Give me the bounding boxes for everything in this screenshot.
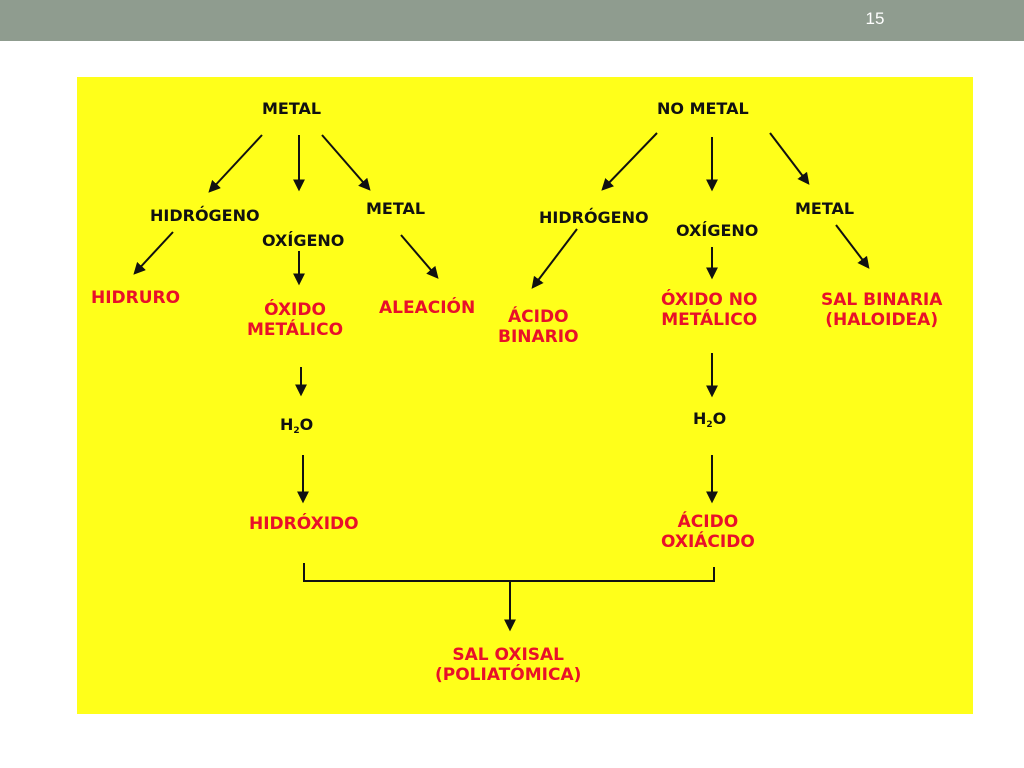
product-nonmetal-oxide-line1: ÓXIDO NO — [661, 290, 758, 310]
arrow-nonmetal-to-metal — [769, 132, 810, 185]
product-hydride: HIDRURO — [91, 288, 181, 308]
product-binary-salt-line2: (HALOIDEA) — [825, 310, 939, 331]
water-right-subscript: 2 — [706, 420, 713, 430]
arrow-hydrogen-to-binary-acid — [531, 228, 578, 289]
arrow-nonmetal-to-hydrogen — [601, 132, 658, 191]
product-oxacid-line1: ÁCIDO — [677, 512, 739, 532]
water-right: H2O — [693, 409, 726, 431]
slide-page-number: 15 — [865, 9, 885, 28]
water-left-tail: O — [299, 415, 314, 434]
slide-header-bar: 15 — [0, 0, 1024, 41]
root-nonmetal: NO METAL — [657, 99, 749, 118]
product-metal-oxide-line1: ÓXIDO — [264, 300, 326, 320]
water-left: H2O — [280, 415, 313, 437]
product-metal-oxide-line2: METÁLICO — [247, 320, 344, 341]
product-oxacid: ÁCIDO OXIÁCIDO — [661, 512, 755, 553]
water-left-subscript: 2 — [293, 426, 300, 436]
product-metal-oxide: ÓXIDO METÁLICO — [247, 300, 343, 341]
product-nonmetal-oxide: ÓXIDO NO METÁLICO — [661, 290, 757, 331]
water-right-tail: O — [712, 409, 727, 428]
connector-bracket — [303, 563, 715, 582]
water-right-base: H — [693, 409, 707, 428]
product-hydroxide: HIDRÓXIDO — [249, 514, 359, 534]
product-oxacid-line2: OXIÁCIDO — [661, 532, 755, 553]
product-oxysalt-line1: SAL OXISAL — [452, 645, 565, 665]
water-left-base: H — [280, 415, 294, 434]
arrow-metal-to-alloy — [400, 234, 439, 279]
product-binary-salt-line1: SAL BINARIA — [821, 290, 943, 310]
reactant-metal-left: METAL — [366, 199, 426, 218]
product-binary-acid-line2: BINARIO — [498, 327, 579, 348]
product-alloy: ALEACIÓN — [379, 298, 476, 318]
product-oxysalt: SAL OXISAL (POLIATÓMICA) — [435, 645, 581, 686]
product-oxysalt-line2: (POLIATÓMICA) — [435, 665, 582, 686]
product-binary-salt: SAL BINARIA (HALOIDEA) — [821, 290, 942, 331]
diagram-arrows — [133, 132, 870, 632]
nomenclature-diagram: METAL HIDRÓGENO OXÍGENO METAL HIDRURO ÓX… — [77, 77, 973, 714]
root-metal: METAL — [262, 99, 322, 118]
product-binary-acid: ÁCIDO BINARIO — [498, 307, 579, 348]
arrow-hydrogen-to-hydride — [133, 231, 174, 275]
reactant-oxygen-right: OXÍGENO — [676, 221, 759, 240]
product-binary-acid-line1: ÁCIDO — [508, 307, 569, 327]
reactant-hydrogen-left: HIDRÓGENO — [150, 206, 260, 225]
reactant-oxygen-left: OXÍGENO — [262, 231, 345, 250]
arrow-metal-to-binary-salt — [835, 224, 870, 269]
arrow-metal-to-metal — [321, 134, 371, 191]
arrow-metal-to-hydrogen — [208, 134, 263, 193]
reactant-metal-right: METAL — [795, 199, 855, 218]
reactant-hydrogen-right: HIDRÓGENO — [539, 208, 649, 227]
product-nonmetal-oxide-line2: METÁLICO — [661, 310, 758, 331]
